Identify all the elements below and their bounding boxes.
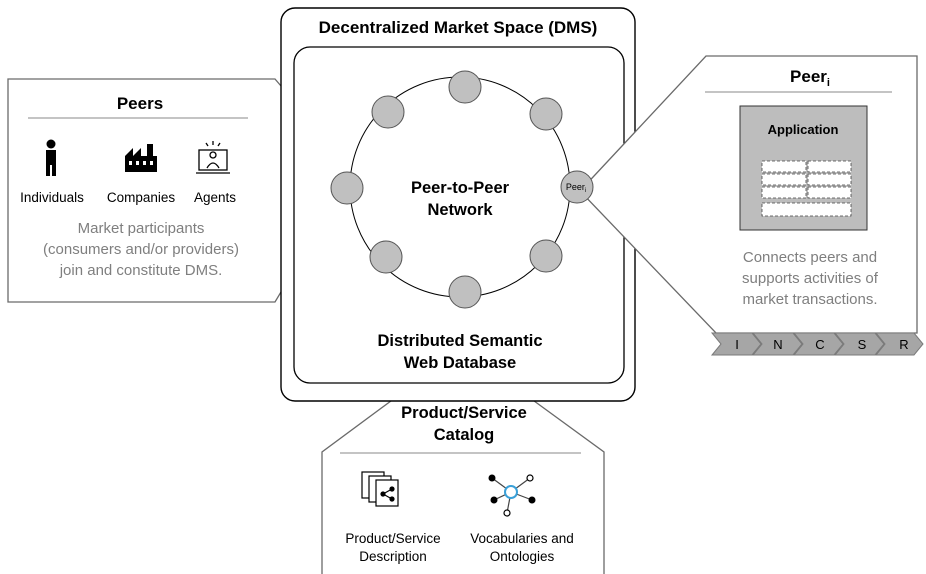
catalog-item-label-description-line2: Description [359,549,427,564]
peers-description-line1: Market participants [78,220,205,237]
application-label: Application [768,122,839,137]
peer-i-node-label: Peeri [566,182,586,194]
peers-description-line2: (consumers and/or providers) [43,241,239,258]
phase-chevron-n: N [751,332,803,356]
phase-chevron-i: I [710,332,762,356]
catalog-item-label-ontologies-line1: Vocabularies and [470,531,574,546]
peer-i-node [560,170,594,204]
peer-i-title: Peeri [790,67,830,89]
peers-icon-label-individuals: Individuals [20,190,84,205]
phase-chevron-r: R [874,332,924,356]
peer-node [529,239,563,273]
peer-node [448,275,482,309]
database-label-line2: Web Database [404,354,517,372]
peer-node [448,70,482,104]
peer-i-description-line3: market transactions. [742,291,877,308]
peer-node [330,171,364,205]
peers-title: Peers [117,94,163,113]
phase-chevron-s: S [833,332,885,356]
phase-label-i: I [735,337,739,352]
factory-icon [125,144,157,172]
peer-node [371,95,405,129]
documents-share-icon [361,471,399,507]
peers-icon-label-companies: Companies [107,190,176,205]
peer-node [529,97,563,131]
catalog-title-line2: Catalog [434,426,495,444]
person-icon [46,139,56,176]
phase-chevron-c: C [792,332,844,356]
catalog-item-label-description-line1: Product/Service [345,531,440,546]
peers-icon-label-agents: Agents [194,190,236,205]
catalog-title-line1: Product/Service [401,404,527,422]
peers-description-line3: join and constitute DMS. [59,262,223,279]
application-blocks [761,160,852,217]
catalog-item-label-ontologies-line2: Ontologies [490,549,555,564]
agent-computer-icon [196,141,230,174]
network-label-line2: Network [427,201,493,219]
network-label-line1: Peer-to-Peer [411,179,510,197]
phase-label-c: C [815,337,824,352]
peer-node [369,240,403,274]
phase-label-n: N [773,337,782,352]
peer-i-description-line2: supports activities of [742,270,879,287]
database-label-line1: Distributed Semantic [377,332,542,350]
phase-label-r: R [899,337,908,352]
phase-label-s: S [858,337,867,352]
peer-i-description-line1: Connects peers and [743,249,877,266]
network-graph-icon [488,474,536,517]
dms-title: Decentralized Market Space (DMS) [319,18,598,37]
phase-chevrons: I N C S R [710,332,924,356]
